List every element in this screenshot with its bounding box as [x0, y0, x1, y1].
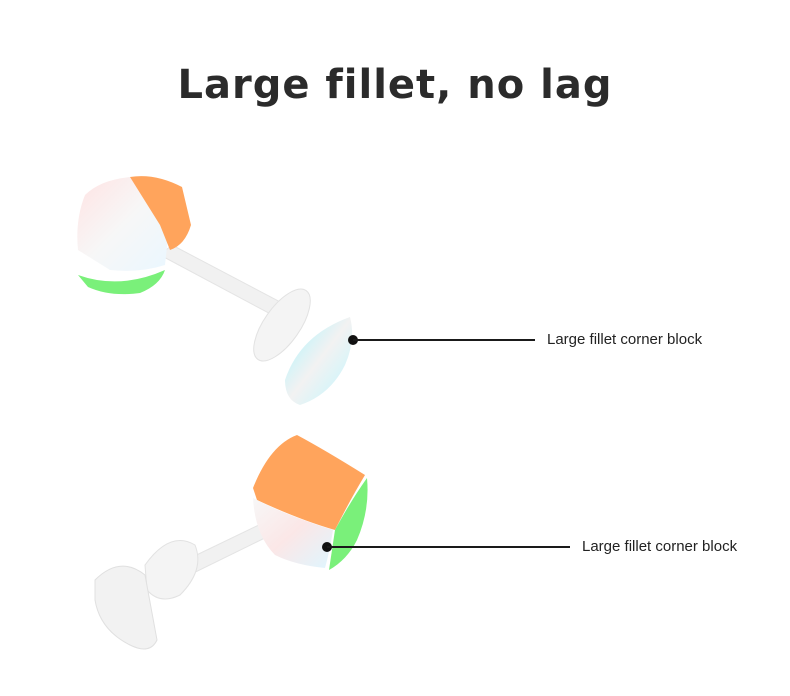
- callout-line-top: [353, 339, 535, 341]
- page-title: Large fillet, no lag: [177, 62, 613, 108]
- corner-piece-top-image: [77, 176, 353, 405]
- callout-label-top: Large fillet corner block: [547, 331, 703, 348]
- corner-piece-bottom-image: [94, 435, 368, 650]
- callout-line-bottom: [327, 546, 570, 548]
- callout-label-bottom: Large fillet corner block: [582, 538, 738, 555]
